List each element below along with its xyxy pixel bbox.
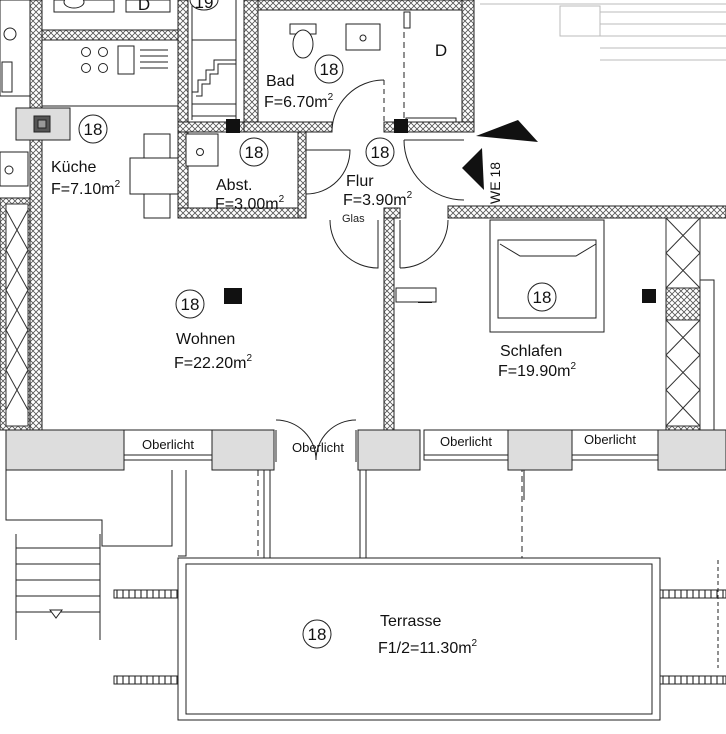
svg-text:WE 18: WE 18 (487, 162, 503, 204)
svg-text:19: 19 (195, 0, 214, 12)
bath-name: Bad (266, 73, 294, 90)
terrace (113, 557, 726, 721)
bath-fixtures (289, 11, 457, 123)
kitchen-name: Küche (51, 159, 96, 176)
svg-text:D: D (138, 0, 150, 14)
top-left-fixtures: D (1, 0, 171, 93)
facade (5, 419, 726, 471)
window-label-3: Oberlicht (440, 434, 492, 449)
stairs-top (191, 0, 237, 120)
window-label-2: Oberlicht (292, 440, 344, 455)
abst-name: Abst. (216, 177, 252, 194)
abst-fixtures (185, 133, 219, 167)
window-label-4: Oberlicht (584, 432, 636, 447)
desk (395, 287, 437, 303)
bedroom-area: F=19.90m2 (498, 361, 576, 380)
svg-text:18: 18 (181, 295, 200, 314)
top-right-fragment (480, 3, 726, 61)
kitchen-fixtures (0, 39, 179, 219)
svg-text:18: 18 (371, 143, 390, 162)
window-label-1: Oberlicht (142, 437, 194, 452)
abst-number: 18 (239, 137, 269, 167)
bath-number: 18 (314, 54, 344, 84)
hall-doors (305, 79, 465, 269)
living-area: F=22.20m2 (174, 353, 252, 372)
terrace-area: F1/2=11.30m2 (378, 638, 478, 657)
bedroom-name: Schlafen (500, 343, 562, 360)
svg-text:18: 18 (320, 60, 339, 79)
terrace-name: Terrasse (380, 613, 441, 630)
bath-d-label: D (435, 41, 447, 60)
unit-19-marker: 19 (189, 0, 219, 12)
svg-text:18: 18 (533, 288, 552, 307)
left-cabinet (5, 203, 29, 427)
hall-name: Flur (346, 173, 374, 190)
svg-text:18: 18 (308, 625, 327, 644)
living-name: Wohnen (176, 331, 235, 348)
stairs-lower (15, 534, 101, 640)
bed (489, 219, 605, 333)
kitchen-area: F=7.10m2 (51, 179, 121, 198)
hall-area: F=3.90m2 (343, 190, 413, 209)
wardrobe (665, 217, 701, 427)
abst-area: F=3.00m2 (215, 194, 285, 213)
hall-number: 18 (365, 137, 395, 167)
bath-area: F=6.70m2 (264, 92, 334, 111)
entrance-marker: WE 18 (462, 120, 538, 204)
terrace-number: 18 (302, 619, 332, 649)
svg-text:18: 18 (245, 143, 264, 162)
bedroom-number: 18 (527, 282, 557, 312)
svg-text:18: 18 (84, 120, 103, 139)
glass-door-label: Glas (342, 213, 365, 225)
kitchen-number: 18 (78, 114, 108, 144)
living-number: 18 (175, 289, 205, 319)
